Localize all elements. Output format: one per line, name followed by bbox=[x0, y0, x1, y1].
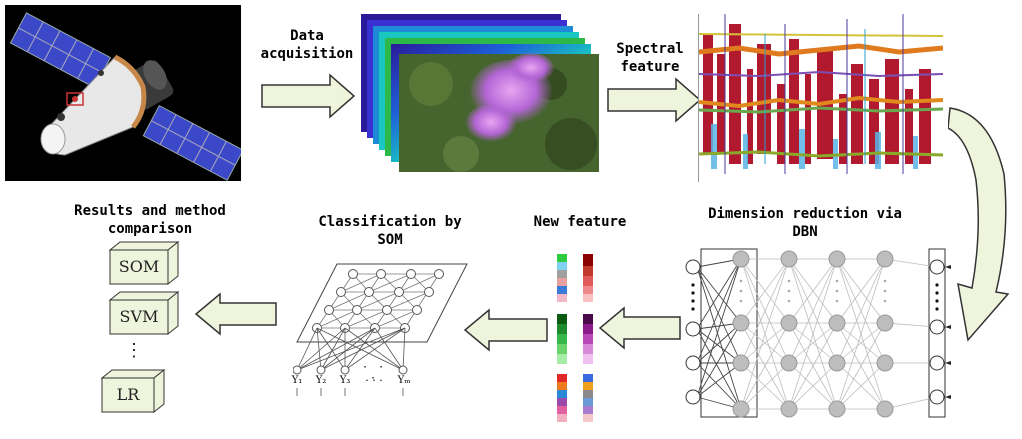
method-svm-label: SVM bbox=[119, 307, 159, 326]
label-results: Results and method comparison bbox=[74, 203, 226, 237]
label-data-acquisition: Data acquisition bbox=[260, 28, 354, 62]
new-feature-color-columns bbox=[553, 250, 605, 425]
satellite-image bbox=[5, 5, 244, 181]
label-classification: Classification by SOM bbox=[318, 214, 462, 248]
curved-arrow-down bbox=[948, 107, 1010, 342]
solar-panel-left bbox=[9, 12, 112, 89]
arrow-to-new-feature bbox=[598, 306, 681, 350]
methods-ellipsis: ⋮ bbox=[125, 340, 143, 361]
spectral-feature-image bbox=[698, 14, 944, 182]
arrow-to-spectral bbox=[607, 77, 702, 123]
arrow-to-results bbox=[194, 292, 277, 336]
arrow-to-hyperspectral bbox=[261, 73, 356, 119]
som-grid-diagram: Y₁ Y₂ Y₃ · · · Yₘ · · · bbox=[292, 262, 473, 424]
dbn-network-diagram bbox=[683, 245, 953, 423]
hyperspectral-cube-image bbox=[361, 14, 599, 172]
som-output-y2: Y₂ bbox=[315, 375, 327, 386]
method-som-box: SOM bbox=[108, 240, 180, 286]
label-new-feature: New feature bbox=[533, 214, 627, 230]
som-output-y1: Y₁ bbox=[291, 375, 303, 386]
som-output-y3: Y₃ bbox=[339, 375, 351, 386]
method-svm-box: SVM bbox=[108, 290, 180, 336]
method-lr-box: LR bbox=[100, 368, 166, 414]
som-output-dots: · · · bbox=[365, 374, 383, 387]
method-som-label: SOM bbox=[118, 257, 160, 276]
som-output-ym: Yₘ bbox=[397, 375, 411, 386]
label-spectral-feature: Spectral feature bbox=[616, 41, 684, 75]
solar-panel-right bbox=[142, 104, 244, 181]
som-outputs-dots-top: · · · bbox=[361, 362, 387, 384]
label-dimension-reduction: Dimension reduction via DBN bbox=[708, 206, 902, 240]
arrow-to-som bbox=[463, 308, 548, 352]
method-lr-label: LR bbox=[116, 385, 140, 404]
